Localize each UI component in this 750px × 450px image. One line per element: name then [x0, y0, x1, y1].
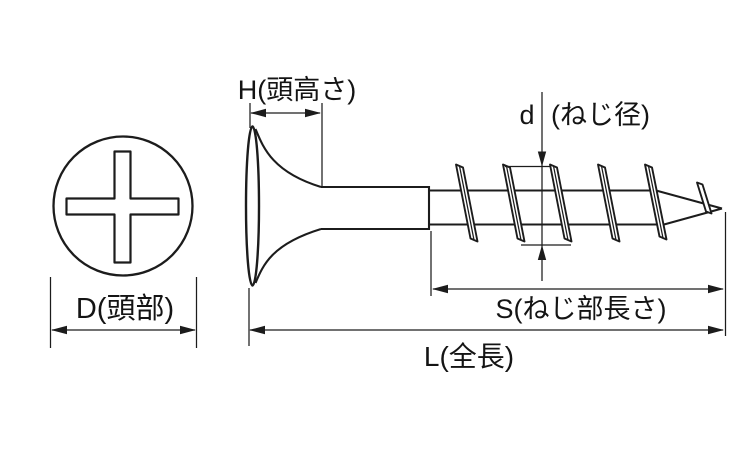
head-face-ellipse	[244, 125, 261, 287]
tip-thread-flight	[696, 181, 713, 215]
arrowhead	[249, 325, 265, 335]
dimension-thread-length: S(ねじ部長さ)	[430, 212, 727, 336]
arrowhead	[537, 151, 547, 167]
arrowhead	[51, 325, 67, 335]
arrowhead	[708, 325, 724, 335]
arrowhead	[537, 245, 547, 260]
thread-flight-edge	[600, 165, 617, 241]
head-diameter-label: D(頭部)	[76, 292, 174, 325]
total-length-label: L(全長)	[424, 341, 514, 372]
head-height-label: H(頭高さ)	[238, 75, 356, 105]
thread-length-label: S(ねじ部長さ)	[496, 294, 667, 324]
bugle-curve-bottom	[254, 227, 322, 284]
thread-flight-edge	[647, 165, 664, 239]
screw-side-view	[244, 125, 723, 287]
thread-flight-edge	[505, 165, 522, 241]
thread-flight-edge	[458, 165, 475, 241]
arrowhead	[305, 108, 321, 118]
thread-flight-edge	[552, 165, 569, 241]
dimension-thread-diameter: d (ねじ径)	[505, 92, 650, 281]
dimension-total-length: L(全長)	[248, 288, 724, 372]
arrowhead	[432, 284, 448, 294]
thread-diameter-label: (ねじ径)	[551, 100, 650, 130]
thread-flights	[455, 163, 713, 243]
dimension-head-diameter: D(頭部)	[49, 277, 198, 348]
dimension-head-height: H(頭高さ)	[238, 75, 356, 188]
bugle-curve-top	[254, 128, 322, 189]
phillips-cross-icon	[65, 150, 180, 264]
arrowhead	[250, 108, 266, 118]
tip-cone-top-line	[655, 189, 723, 210]
thread-diameter-symbol: d	[519, 100, 534, 130]
arrowhead	[180, 325, 196, 335]
screw-head-front-view	[52, 135, 194, 277]
arrowhead	[708, 284, 724, 294]
tip-cone-bottom-line	[663, 207, 723, 226]
